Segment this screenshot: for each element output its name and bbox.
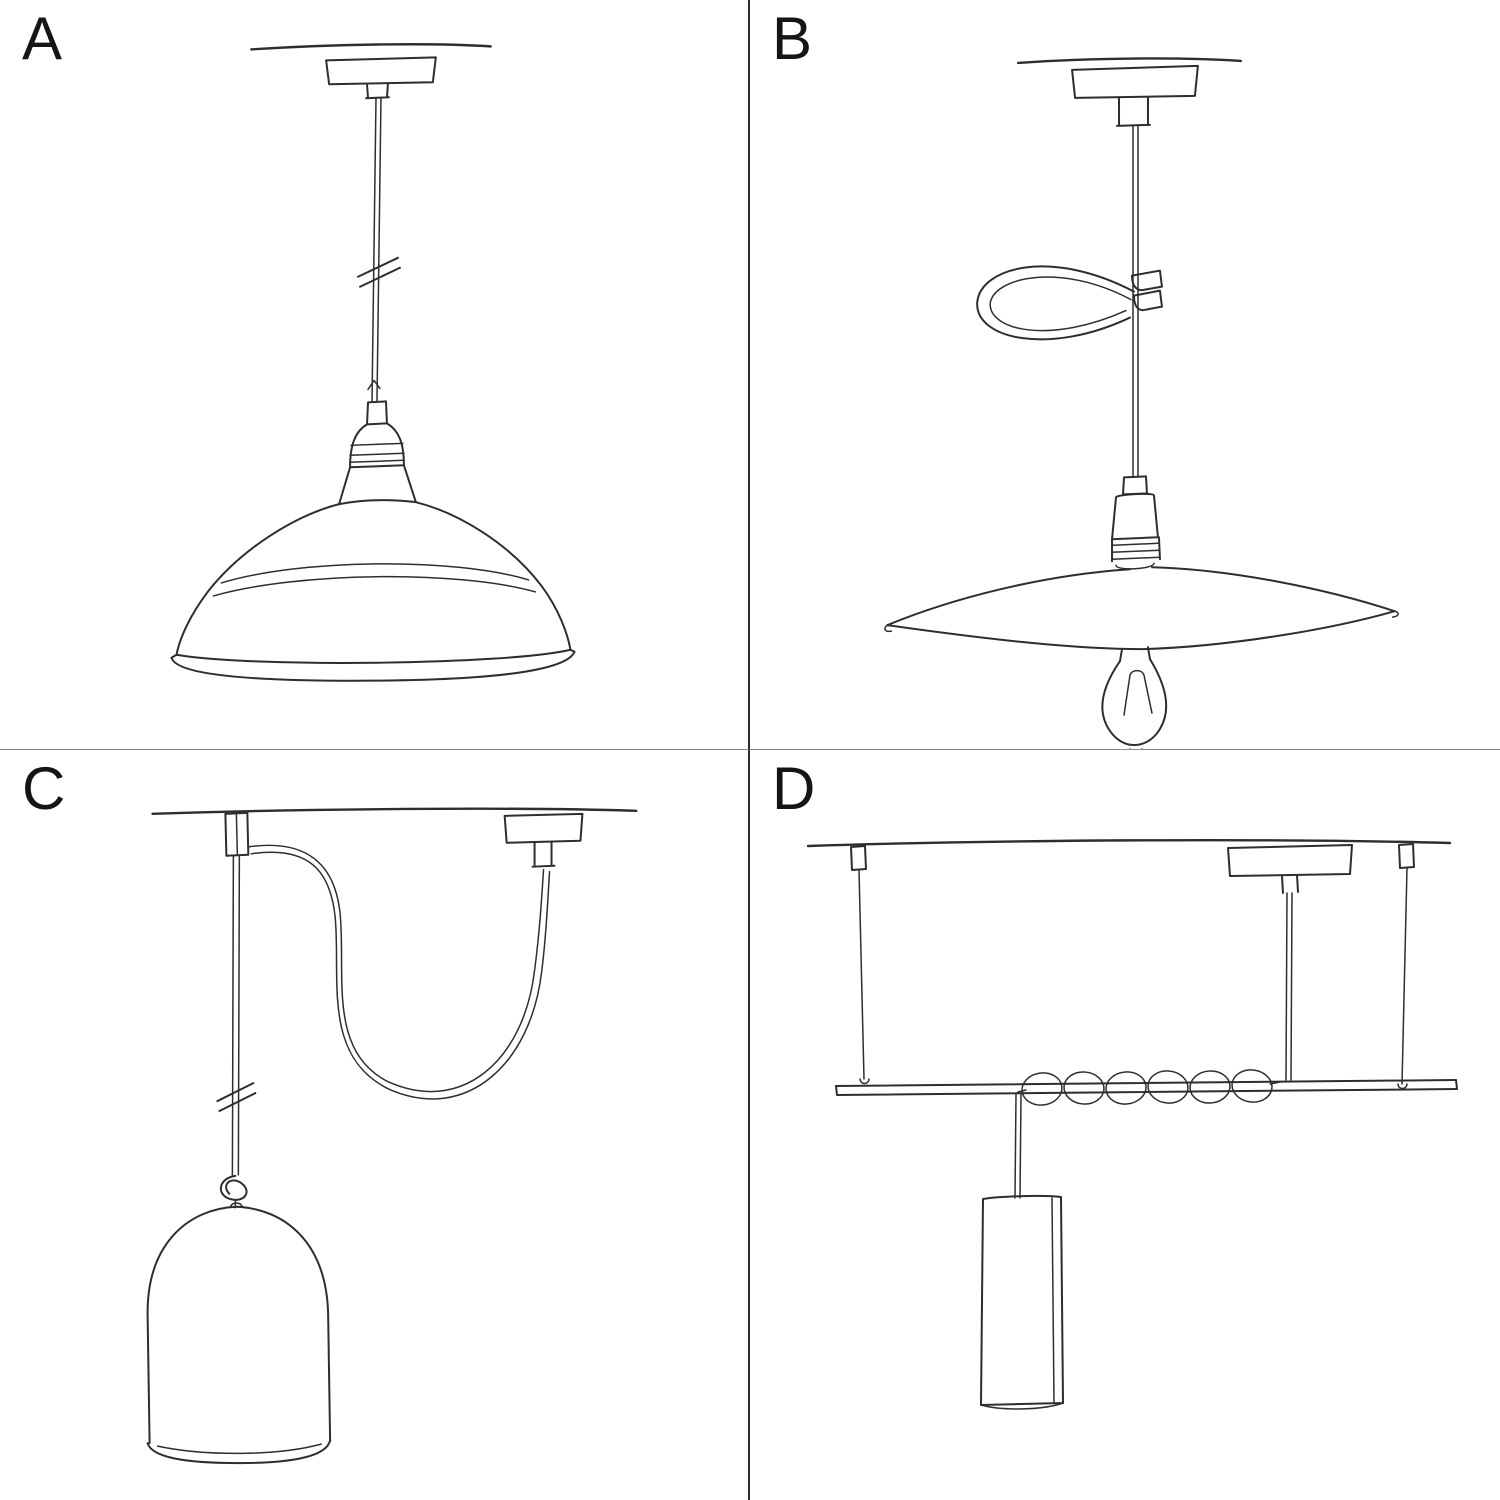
panel-a-label: A bbox=[22, 5, 64, 72]
drop-cord bbox=[231, 855, 241, 1177]
ceiling-line bbox=[151, 807, 638, 816]
panel-d: D bbox=[750, 750, 1500, 1500]
tube-shade bbox=[980, 1194, 1064, 1410]
coiled-cord bbox=[1017, 1069, 1281, 1106]
panel-b-label: B bbox=[772, 5, 814, 72]
bell-shade bbox=[146, 1202, 332, 1465]
pendant-cord bbox=[371, 97, 382, 403]
ceiling-rose bbox=[1227, 844, 1353, 894]
ceiling-line bbox=[250, 43, 492, 51]
wall-hook-bracket bbox=[224, 811, 250, 857]
lamp-holder bbox=[338, 400, 417, 506]
pendant-cord bbox=[1132, 125, 1139, 479]
pendant-cord bbox=[1285, 892, 1293, 1081]
suspension-anchor-left bbox=[850, 845, 867, 871]
suspension-cables bbox=[858, 867, 1408, 1090]
length-break-marks bbox=[216, 1082, 257, 1113]
shade-bend-line-2 bbox=[212, 575, 537, 597]
panel-d-label: D bbox=[772, 755, 817, 822]
ceiling-line bbox=[1016, 57, 1243, 65]
swag-cord bbox=[248, 844, 551, 1100]
ceiling-rose bbox=[325, 56, 437, 100]
panel-b-sketch bbox=[884, 57, 1399, 749]
ceiling-line bbox=[806, 838, 1452, 848]
lamp-holder bbox=[1111, 475, 1161, 563]
cord-arrow-mark bbox=[367, 379, 381, 391]
ceiling-rose bbox=[1071, 64, 1199, 127]
panel-b: B bbox=[750, 0, 1500, 750]
bowl-shade bbox=[170, 499, 576, 682]
panel-c: C bbox=[0, 750, 750, 1500]
panel-a-sketch bbox=[170, 43, 576, 682]
drop-cord bbox=[1014, 1093, 1022, 1199]
panel-a: A bbox=[0, 0, 750, 750]
swag-loop-hook bbox=[976, 265, 1163, 341]
panel-c-sketch bbox=[146, 807, 638, 1465]
suspension-anchor-right bbox=[1398, 843, 1415, 869]
shade-bend-line bbox=[220, 563, 530, 584]
ceiling-rose bbox=[503, 812, 584, 868]
flat-plate-shade bbox=[884, 562, 1399, 651]
panel-d-sketch bbox=[806, 838, 1458, 1410]
edison-bulb-icon bbox=[1101, 646, 1168, 749]
length-break-marks bbox=[357, 256, 401, 288]
panel-c-label: C bbox=[22, 755, 67, 822]
